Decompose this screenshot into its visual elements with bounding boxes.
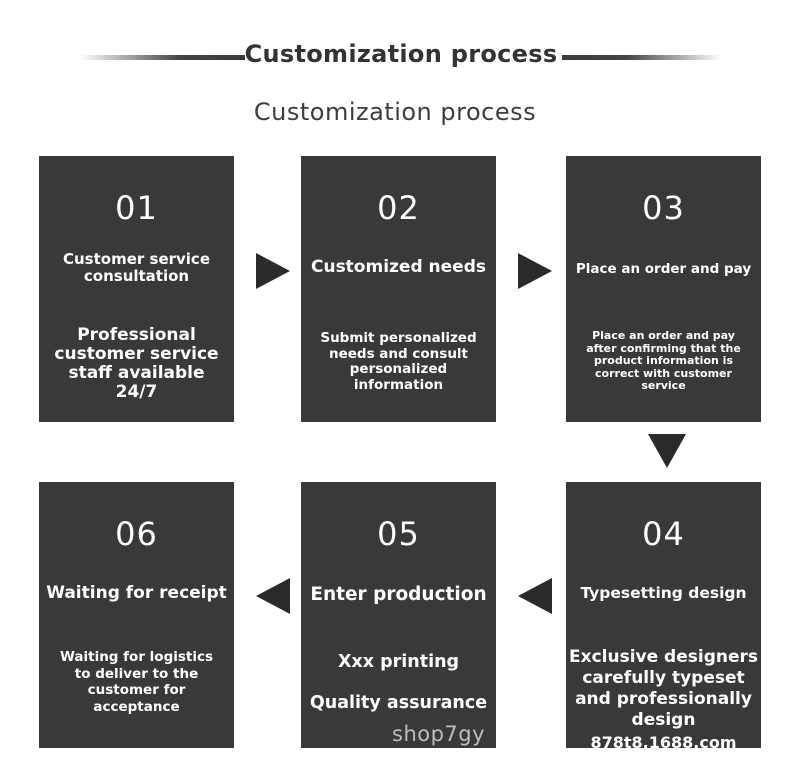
- header-line-left: [80, 55, 245, 60]
- step-number: 03: [642, 189, 685, 227]
- step-card-05: 05 Enter production Xxx printing Quality…: [301, 482, 496, 748]
- step-description: Professional customer service staff avai…: [54, 325, 219, 402]
- step-description: Exclusive designers carefully typeset an…: [568, 647, 758, 730]
- step-title: Typesetting design: [580, 584, 747, 602]
- watermark-url: 878t8.1688.com: [590, 733, 737, 752]
- step-title: Customized needs: [310, 257, 486, 277]
- step-title: Customer service consultation: [63, 250, 210, 285]
- step-title: Waiting for receipt: [46, 583, 227, 603]
- step-number: 02: [377, 189, 420, 227]
- arrow-right-icon: [256, 253, 290, 289]
- step-number: 04: [642, 515, 685, 553]
- step-card-03: 03 Place an order and pay Place an order…: [566, 156, 761, 422]
- arrow-down-icon: [648, 434, 686, 468]
- sub-title: Customization process: [253, 98, 537, 126]
- arrow-left-icon: [518, 578, 552, 614]
- step-card-02: 02 Customized needs Submit personalized …: [301, 156, 496, 422]
- header-line-right: [562, 55, 722, 60]
- step-number: 01: [115, 189, 158, 227]
- step-number: 06: [115, 515, 158, 553]
- watermark-shop: shop7gy: [392, 722, 486, 746]
- step-description: Submit personalized needs and consult pe…: [320, 330, 477, 393]
- step-card-04: 04 Typesetting design Exclusive designer…: [566, 482, 761, 748]
- step-title: Enter production: [310, 584, 487, 605]
- step-description: Place an order and pay after confirming …: [586, 329, 741, 392]
- step-title: Place an order and pay: [575, 261, 752, 277]
- arrow-right-icon: [518, 253, 552, 289]
- step-card-06: 06 Waiting for receipt Waiting for logis…: [39, 482, 234, 748]
- step-number: 05: [377, 515, 420, 553]
- header-title: Customization process: [244, 40, 558, 68]
- step-card-01: 01 Customer service consultation Profess…: [39, 156, 234, 422]
- arrow-left-icon: [256, 578, 290, 614]
- step-description: Waiting for logistics to deliver to the …: [59, 649, 214, 715]
- step-description-line1: Xxx printing: [337, 652, 460, 672]
- step-description-line2: Quality assurance: [309, 693, 488, 713]
